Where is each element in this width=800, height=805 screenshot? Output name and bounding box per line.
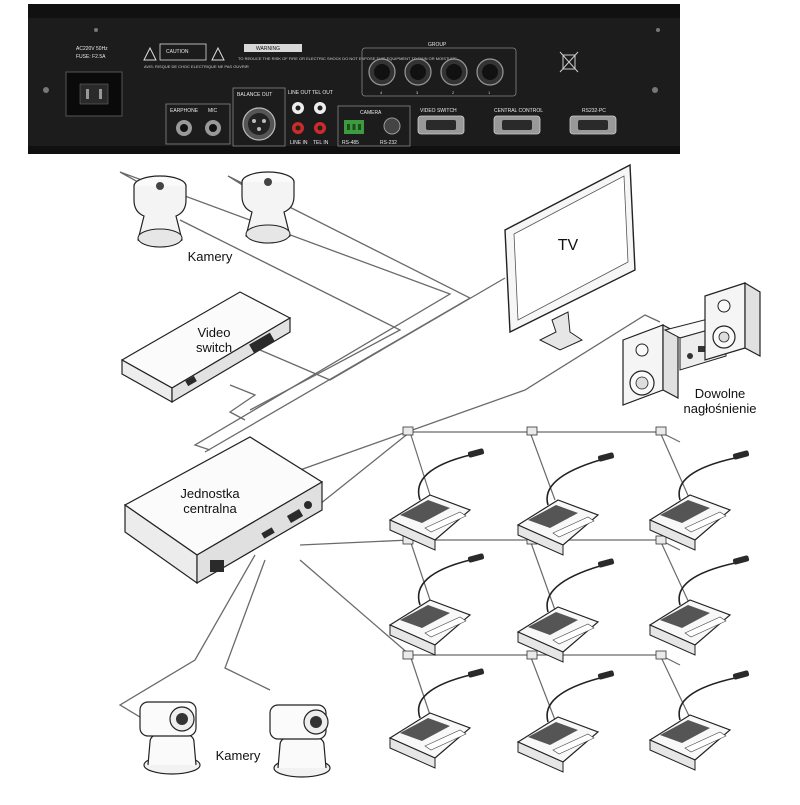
speakers-system xyxy=(622,281,761,406)
delegate-microphone xyxy=(388,448,485,551)
rs232pc-label: RS232-PC xyxy=(582,108,606,114)
caution-box xyxy=(159,43,207,61)
splitter-box xyxy=(655,535,667,545)
speakers-label: Dowolne nagłośnienie xyxy=(683,386,757,416)
delegate-microphone xyxy=(388,668,485,769)
group-frame xyxy=(361,47,517,97)
warning-triangle-icon xyxy=(143,46,157,61)
central-control-label: CENTRAL CONTROL xyxy=(494,108,543,114)
mic-label: MIC xyxy=(208,108,218,114)
delegate-microphone xyxy=(516,452,615,556)
db9-connector-icon xyxy=(569,115,617,135)
power-socket-icon xyxy=(210,560,224,572)
line-out-label: LINE OUT xyxy=(288,90,311,96)
warning-box xyxy=(244,44,302,52)
video-switch-label: Video switch xyxy=(195,325,233,355)
mini-din-connector-icon xyxy=(383,117,401,135)
central-unit-label: Jednostka centralna xyxy=(180,486,240,516)
splitter-box xyxy=(526,650,538,660)
delegate-microphone xyxy=(648,450,750,551)
video-switch-port-label: VIDEO SWITCH xyxy=(420,108,457,114)
cable-switch-to-tv xyxy=(259,277,506,381)
delegate-microphone xyxy=(516,558,615,663)
speaker-left xyxy=(622,324,679,406)
screw-icon xyxy=(656,28,660,32)
caution-title: CAUTION xyxy=(166,49,189,55)
db9-connector-icon xyxy=(417,115,465,135)
dome-camera-1 xyxy=(133,175,187,248)
rear-panel-bottom-edge xyxy=(28,146,680,154)
splitter-box xyxy=(402,650,414,660)
tv-label: TV xyxy=(557,237,579,254)
tel-out-label: TEL OUT xyxy=(312,90,333,96)
warning-triangle-icon xyxy=(211,46,225,61)
delegate-microphone xyxy=(388,553,485,656)
warning-text: TO REDUCE THE RISK OF FIRE OR ELECTRIC S… xyxy=(238,56,457,61)
rs232-label: RS-232 xyxy=(380,140,397,146)
microphone-chain-cables xyxy=(409,431,691,721)
group-number-3: 3 xyxy=(416,90,419,95)
camera-label: CAMERA xyxy=(360,110,382,116)
video-switch-device xyxy=(120,291,292,404)
balance-out-label: BALANCE OUT xyxy=(237,92,272,98)
group-number-4: 4 xyxy=(380,90,383,95)
rs485-label: RS-485 xyxy=(342,140,359,146)
splitter-box xyxy=(402,426,414,436)
splitter-box xyxy=(655,650,667,660)
cable-central-to-speakers xyxy=(298,314,661,501)
balance-out-frame xyxy=(232,87,286,147)
group-label: GROUP xyxy=(428,42,447,48)
delegate-microphones xyxy=(388,448,750,773)
group-number-1: 1 xyxy=(488,90,491,95)
cable-switch-to-central xyxy=(228,384,257,421)
warning-title: WARNING xyxy=(256,46,280,52)
delegate-microphone xyxy=(648,670,750,771)
cameras-bottom-label: Kamery xyxy=(215,748,261,763)
earphone-label: EARPHONE xyxy=(170,108,199,114)
central-unit-device xyxy=(123,436,324,585)
weee-bin-icon xyxy=(559,51,579,73)
camera-frame xyxy=(337,105,411,147)
rear-panel-top-edge xyxy=(28,4,680,18)
delegate-microphone xyxy=(516,670,615,773)
screw-icon xyxy=(652,87,658,93)
splitter-box xyxy=(655,426,667,436)
group-din-connectors xyxy=(368,58,504,86)
ptz-camera-2 xyxy=(269,704,331,778)
ptz-camera-1 xyxy=(139,701,201,775)
splitter-box xyxy=(526,426,538,436)
tv-monitor xyxy=(504,163,636,351)
screw-icon xyxy=(43,87,49,93)
db9-connector-icon xyxy=(493,115,541,135)
screw-icon xyxy=(94,28,98,32)
fuse-label: FUSE: F2.5A xyxy=(76,54,106,60)
rear-panel: AC220V 50Hz FUSE: F2.5A CAUTION AVIS: RI… xyxy=(28,4,680,154)
dome-camera-2 xyxy=(241,171,295,244)
cameras-top-label: Kamery xyxy=(187,249,233,264)
caution-text: AVIS: RISQUE DE CHOC ELECTRIQUE NE PAS O… xyxy=(144,64,249,69)
speaker-right xyxy=(704,281,761,361)
line-in-label: LINE IN xyxy=(290,140,308,146)
audio-jack-frame xyxy=(165,103,231,145)
group-number-2: 2 xyxy=(452,90,455,95)
delegate-microphone xyxy=(648,555,750,656)
tel-in-label: TEL IN xyxy=(313,140,329,146)
power-label: AC220V 50Hz xyxy=(76,46,108,52)
cable-camera-loop xyxy=(179,219,402,411)
